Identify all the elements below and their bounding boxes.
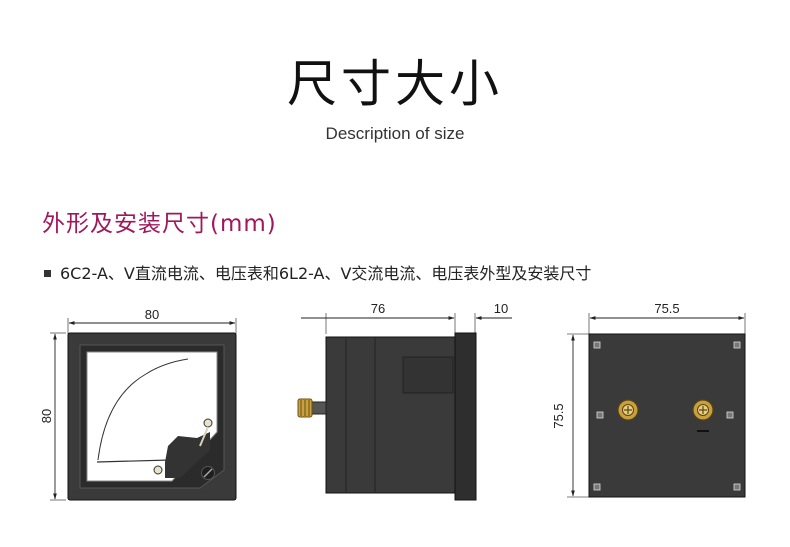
note-text: 6C2-A、V直流电流、电压表和6L2-A、V交流电流、电压表外型及安装尺寸 (60, 264, 592, 283)
side-depth-label: 76 (371, 301, 385, 316)
rear-height-label: 75.5 (551, 403, 566, 428)
terminal-post-2 (153, 465, 163, 475)
page-title: 尺寸大小 (287, 55, 503, 113)
front-view: 80 80 (39, 307, 237, 501)
pointer-needle (96, 459, 171, 463)
rear-case (588, 333, 746, 498)
scale-arc (97, 358, 189, 461)
side-label-plate (402, 356, 454, 394)
front-height-label: 80 (39, 409, 54, 423)
side-flange-label: 10 (494, 301, 508, 316)
section-title: 外形及安装尺寸(mm) (42, 211, 277, 237)
zero-adjust-block (165, 432, 210, 478)
page-subtitle: Description of size (325, 124, 465, 143)
note-line: 6C2-A、V直流电流、电压表和6L2-A、V交流电流、电压表外型及安装尺寸 (44, 260, 591, 284)
terminal-post-1 (203, 418, 213, 428)
rear-terminal-left-icon (617, 399, 639, 421)
rear-terminal-right-icon (692, 399, 714, 421)
rear-view: 75.5 75.5 (551, 301, 746, 498)
corner-screw-icon (593, 341, 741, 491)
rear-width-label: 75.5 (654, 301, 679, 316)
side-flange (454, 332, 477, 501)
front-width-label: 80 (145, 307, 159, 322)
side-view: 76 10 (297, 301, 512, 501)
square-bullet-icon (44, 270, 51, 277)
